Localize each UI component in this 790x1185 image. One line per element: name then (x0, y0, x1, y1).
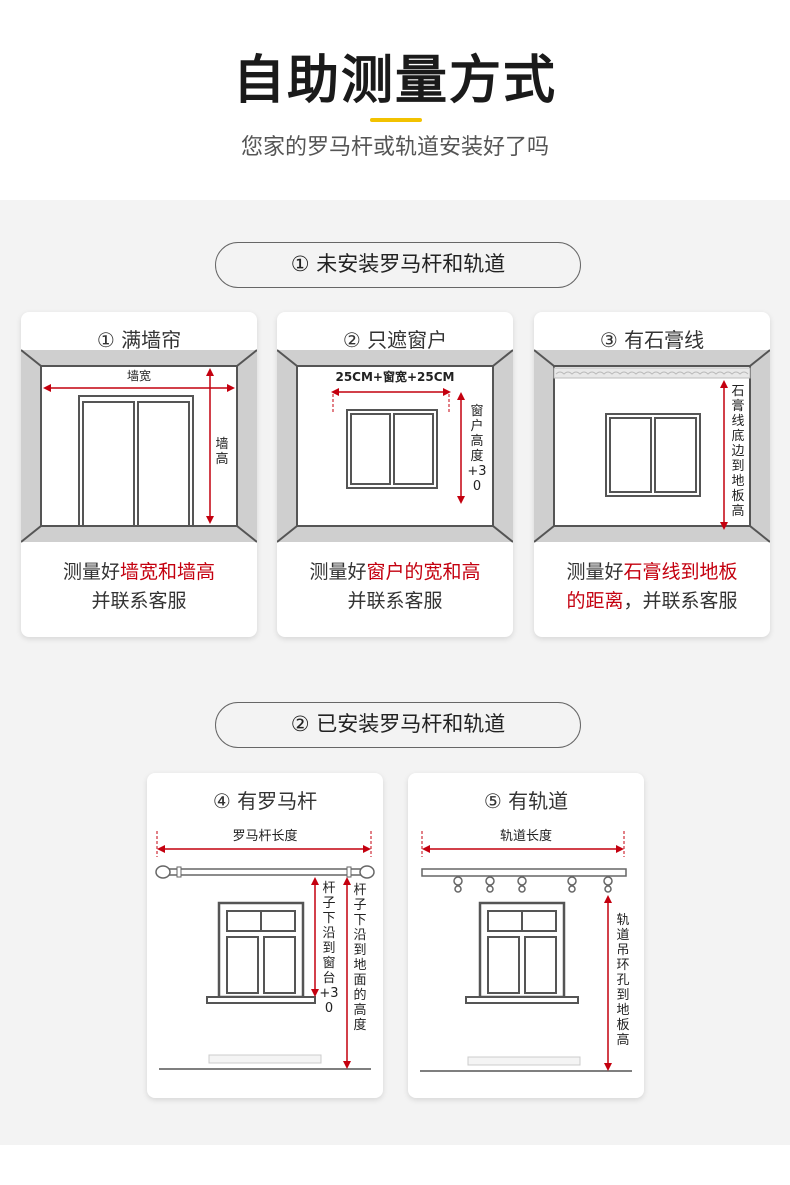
card-full-wall: ① 满墙帘 墙宽 墙高 测量好墙宽和墙高 并联系客服 (21, 312, 257, 637)
card-plaster-line: ③ 有石膏线 石膏线底边到地板高 测量好石膏线到地板 的距离，并联系客服 (534, 312, 770, 637)
page-subtitle: 您家的罗马杆或轨道安装好了吗 (240, 135, 549, 160)
card-title: ③ 有石膏线 (599, 328, 705, 352)
card-title: ⑤ 有轨道 (483, 789, 569, 813)
card-roman-rod: ④ 有罗马杆 罗马杆长度 杆子下沿到窗台+30 杆子下沿到地面的高度 (147, 773, 383, 1098)
desc-highlight: 窗户的宽和高 (366, 561, 481, 583)
dim-label-height: 石膏线底边到地板高 (731, 384, 745, 519)
card-title: ① 满墙帘 (96, 328, 182, 352)
window-only-diagram (277, 349, 513, 543)
header: 自助测量方式 您家的罗马杆或轨道安装好了吗 (0, 0, 790, 200)
dim-label-left: 杆子下沿到窗台+30 (319, 881, 339, 1016)
dim-label-height: 窗户高度+30 (467, 404, 487, 494)
desc-text: 测量好 (566, 561, 624, 583)
roman-rod-diagram (155, 831, 375, 1070)
page-title: 自助测量方式 (232, 51, 557, 111)
dim-label-width: 墙宽 (126, 369, 151, 383)
card-title: ② 只遮窗户 (342, 328, 448, 352)
section-2-label: ② 已安装罗马杆和轨道 (215, 702, 581, 748)
dim-label-width: 罗马杆长度 (232, 829, 298, 844)
card-description: 测量好石膏线到地板 的距离，并联系客服 (534, 558, 770, 616)
card-window-only: ② 只遮窗户 25CM+窗宽+25CM 窗户高度+30 测量好窗户的宽和高 并联… (277, 312, 513, 637)
desc-highlight: 墙宽和墙高 (120, 561, 216, 583)
desc-text: 并联系客服 (91, 590, 187, 612)
desc-text: 测量好 (309, 561, 367, 583)
title-underline (370, 118, 422, 122)
card-description: 测量好墙宽和墙高 并联系客服 (21, 558, 257, 616)
full-wall-diagram (21, 349, 257, 543)
dim-label-right: 轨道吊环孔到地板高 (616, 913, 630, 1048)
desc-text: ，并联系客服 (623, 590, 738, 612)
track-diagram (420, 831, 632, 1072)
dim-label-height: 墙高 (215, 437, 229, 467)
card-description: 测量好窗户的宽和高 并联系客服 (277, 558, 513, 616)
dim-label-right: 杆子下沿到地面的高度 (353, 883, 367, 1033)
card-title: ④ 有罗马杆 (212, 789, 318, 813)
card-track: ⑤ 有轨道 轨道长度 轨道吊环孔到地板高 (408, 773, 644, 1098)
desc-text: 测量好 (62, 561, 120, 583)
desc-highlight: 的距离 (566, 590, 624, 612)
desc-text: 并联系客服 (347, 590, 443, 612)
dim-label-width: 轨道长度 (499, 829, 552, 844)
section-1-label: ① 未安装罗马杆和轨道 (215, 242, 581, 288)
desc-highlight: 石膏线到地板 (623, 561, 738, 583)
dim-label-width: 25CM+窗宽+25CM (335, 370, 455, 384)
plaster-line-diagram (534, 349, 770, 543)
